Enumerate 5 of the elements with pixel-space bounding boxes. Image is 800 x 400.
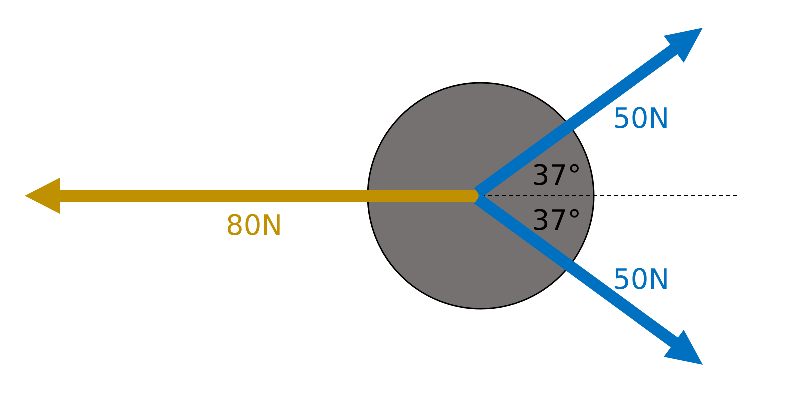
force-label: 50N: [613, 264, 670, 296]
force-label: 80N: [226, 210, 283, 242]
angle-label: 37°: [532, 160, 582, 192]
angle-label: 37°: [532, 205, 582, 237]
force-label: 50N: [613, 103, 670, 135]
